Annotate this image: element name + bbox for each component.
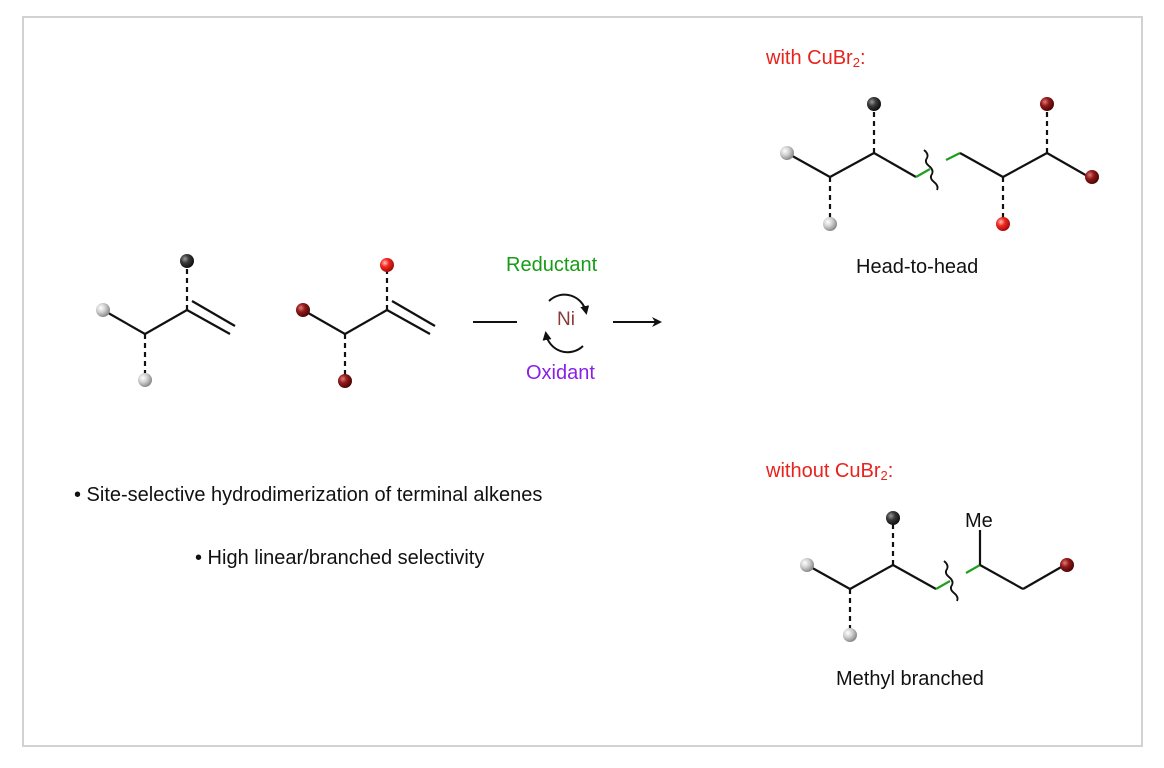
- substituent-dark-sphere: [180, 254, 194, 268]
- label-ni-catalyst: Ni: [557, 309, 575, 330]
- label-reductant: Reductant: [506, 254, 598, 276]
- substituent-gray-sphere: [823, 217, 837, 231]
- substituent-dark-sphere: [867, 97, 881, 111]
- substrate-1-alkene: [96, 254, 236, 387]
- substituent-maroon-sphere: [1085, 170, 1099, 184]
- bullet-site-selective: • Site-selective hydrodimerization of te…: [74, 484, 543, 506]
- label-methyl-group: Me: [965, 510, 993, 532]
- new-bond-green: [915, 168, 931, 178]
- substituent-gray-sphere: [800, 558, 814, 572]
- condition-with-cubr2: with CuBr2:: [766, 47, 866, 70]
- product-methyl-branched: [800, 511, 1074, 642]
- substituent-gray-sphere: [138, 373, 152, 387]
- substituent-red-sphere: [996, 217, 1010, 231]
- substituent-maroon-sphere: [338, 374, 352, 388]
- new-bond-green: [935, 580, 951, 590]
- substituent-dark-sphere: [886, 511, 900, 525]
- label-oxidant: Oxidant: [526, 362, 595, 384]
- substituent-gray-sphere: [780, 146, 794, 160]
- substituent-gray-sphere: [843, 628, 857, 642]
- label-methyl-branched: Methyl branched: [836, 668, 984, 690]
- substituent-red-sphere: [380, 258, 394, 272]
- product-head-to-head: [780, 97, 1099, 231]
- new-bond-green: [965, 564, 981, 574]
- bond-disconnection-wavy: [923, 149, 939, 191]
- substituent-gray-sphere: [96, 303, 110, 317]
- scheme-frame: [22, 16, 1143, 747]
- bond-disconnection-wavy: [943, 560, 959, 602]
- new-bond-green: [945, 152, 961, 161]
- condition-without-cubr2: without CuBr2:: [766, 460, 894, 483]
- bullet-linear-branched: • High linear/branched selectivity: [195, 547, 485, 569]
- substituent-maroon-sphere: [1040, 97, 1054, 111]
- substituent-maroon-sphere: [296, 303, 310, 317]
- label-head-to-head: Head-to-head: [856, 256, 979, 278]
- substrate-2-alkene: [296, 258, 436, 388]
- substituent-maroon-sphere: [1060, 558, 1074, 572]
- ni-catalytic-cycle: [542, 293, 590, 354]
